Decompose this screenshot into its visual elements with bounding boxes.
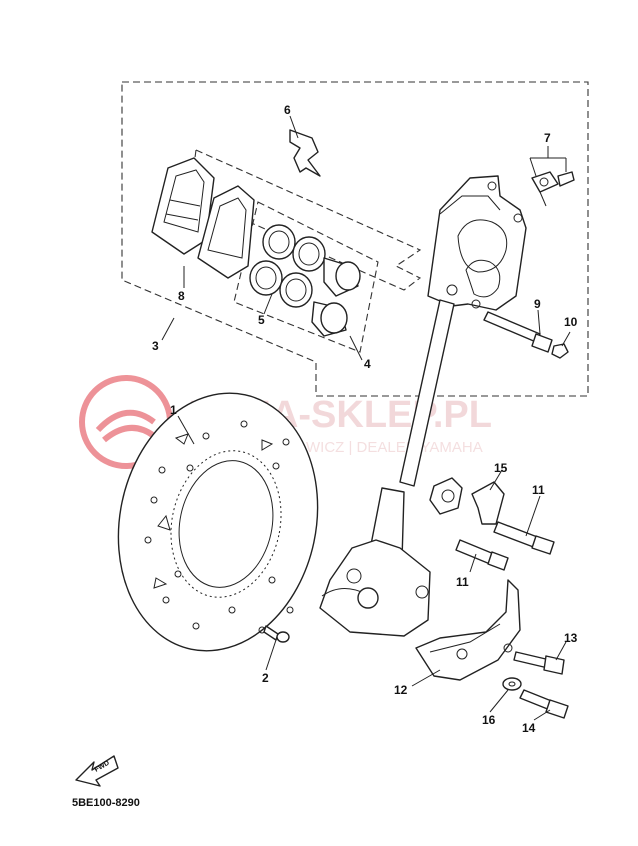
disc-cover-12 xyxy=(415,579,521,681)
brake-pad-set xyxy=(151,157,255,279)
washer-16 xyxy=(502,677,522,691)
callout-2: 2 xyxy=(262,671,269,685)
callout-8: 8 xyxy=(178,289,185,303)
caliper-bolt-9 xyxy=(483,311,553,353)
leader-lines xyxy=(161,115,571,721)
callout-4: 4 xyxy=(364,357,371,371)
front-fork xyxy=(319,299,463,637)
brake-disc xyxy=(117,392,319,652)
nut-10 xyxy=(551,343,569,359)
callout-16: 16 xyxy=(482,713,496,727)
callout-13: 13 xyxy=(564,631,578,645)
bolt-13 xyxy=(513,651,565,675)
brake-caliper xyxy=(427,175,527,311)
seal-kit-boundary xyxy=(233,201,379,353)
callout-11-upper: 11 xyxy=(532,483,545,497)
pad-spring xyxy=(289,129,321,177)
bleed-valve xyxy=(531,171,575,207)
callout-15: 15 xyxy=(494,461,508,475)
callout-1: 1 xyxy=(170,403,177,417)
caliper-assembly-boundary xyxy=(121,81,589,397)
mounting-bolt-11-lower xyxy=(455,539,509,571)
brake-pad-inner xyxy=(197,185,255,279)
callout-6: 6 xyxy=(284,103,291,117)
callout-10: 10 xyxy=(564,315,578,329)
callout-9: 9 xyxy=(534,297,541,311)
caliper-bracket-15 xyxy=(471,481,505,525)
callout-5: 5 xyxy=(258,313,265,327)
callout-7: 7 xyxy=(544,131,551,145)
callout-12: 12 xyxy=(394,683,408,697)
watermark-logo-mark xyxy=(95,409,156,443)
callout-11-lower: 11 xyxy=(456,575,469,589)
pad-lining-outer xyxy=(163,169,205,233)
callout-14: 14 xyxy=(522,721,536,735)
piston-seals xyxy=(249,224,326,308)
pad-slots-outer xyxy=(165,199,201,221)
mounting-bolt-11-upper xyxy=(493,521,555,555)
diagram-code: 5BE100-8290 xyxy=(72,797,140,809)
pistons xyxy=(311,257,361,337)
pad-lining-inner xyxy=(207,197,247,259)
disc-bolt-2 xyxy=(263,625,290,643)
callout-3: 3 xyxy=(152,339,159,353)
fwd-arrow-icon: FWD xyxy=(75,755,119,787)
